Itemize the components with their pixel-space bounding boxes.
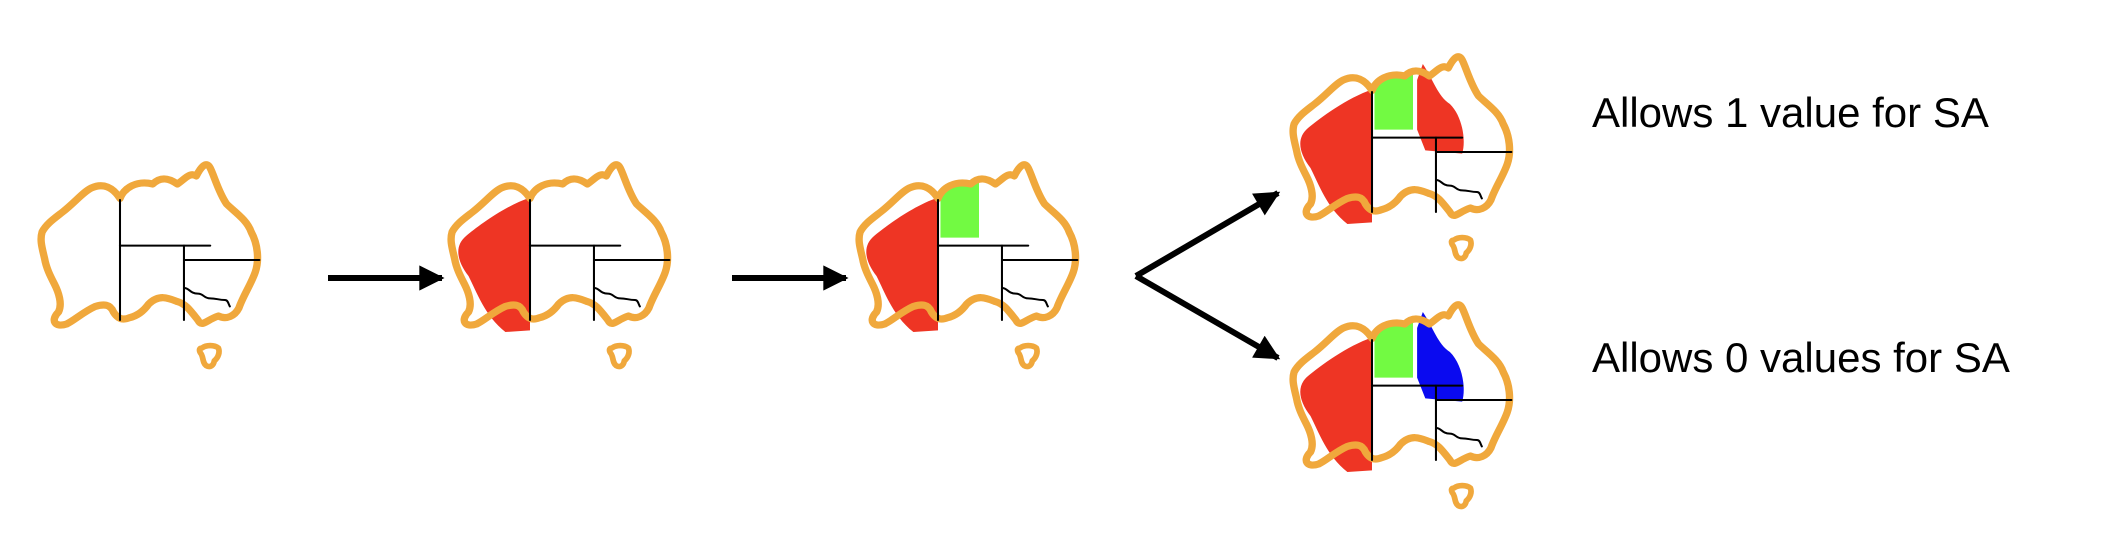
- australia-outline: [606, 342, 632, 370]
- arrow-branch-down: [1134, 273, 1281, 361]
- region-nt-green: [940, 180, 979, 238]
- region-wa-red: [1300, 337, 1372, 472]
- state-borders: [1370, 339, 1513, 462]
- region-q-red: [1417, 64, 1464, 154]
- region-wa-red: [458, 197, 530, 332]
- state-borders: [118, 199, 261, 322]
- state-borders: [528, 199, 671, 322]
- australia-outline: [196, 342, 222, 370]
- region-q: [165, 172, 212, 262]
- australia-outline: [855, 161, 1080, 329]
- region-q: [983, 172, 1030, 262]
- australia-map-wa-red-nt-green: [855, 161, 1080, 370]
- australia-map-q-blue: [1289, 301, 1514, 510]
- region-q: [575, 172, 622, 262]
- caption-allows-one-value: Allows 1 value for SA: [1592, 89, 1989, 136]
- region-nt-green: [1374, 320, 1413, 378]
- australia-outline: [1448, 482, 1474, 510]
- region-nt-green: [1374, 72, 1413, 130]
- australia-outline: [1448, 234, 1474, 262]
- state-borders: [936, 199, 1079, 322]
- australia-map-initial: [37, 161, 262, 370]
- australia-outline: [447, 161, 672, 329]
- arrow-branch-up: [1134, 190, 1281, 279]
- australia-outline: [37, 161, 262, 329]
- caption-allows-zero-values: Allows 0 values for SA: [1592, 334, 2010, 381]
- australia-outline: [1289, 53, 1514, 221]
- state-borders: [1370, 91, 1513, 214]
- australia-map-wa-red: [447, 161, 672, 370]
- australia-outline: [1014, 342, 1040, 370]
- australia-outline: [1289, 301, 1514, 469]
- region-wa-red: [1300, 89, 1372, 224]
- australia-map-q-red: [1289, 53, 1514, 262]
- region-wa-red: [866, 197, 938, 332]
- region-q-blue: [1417, 312, 1464, 402]
